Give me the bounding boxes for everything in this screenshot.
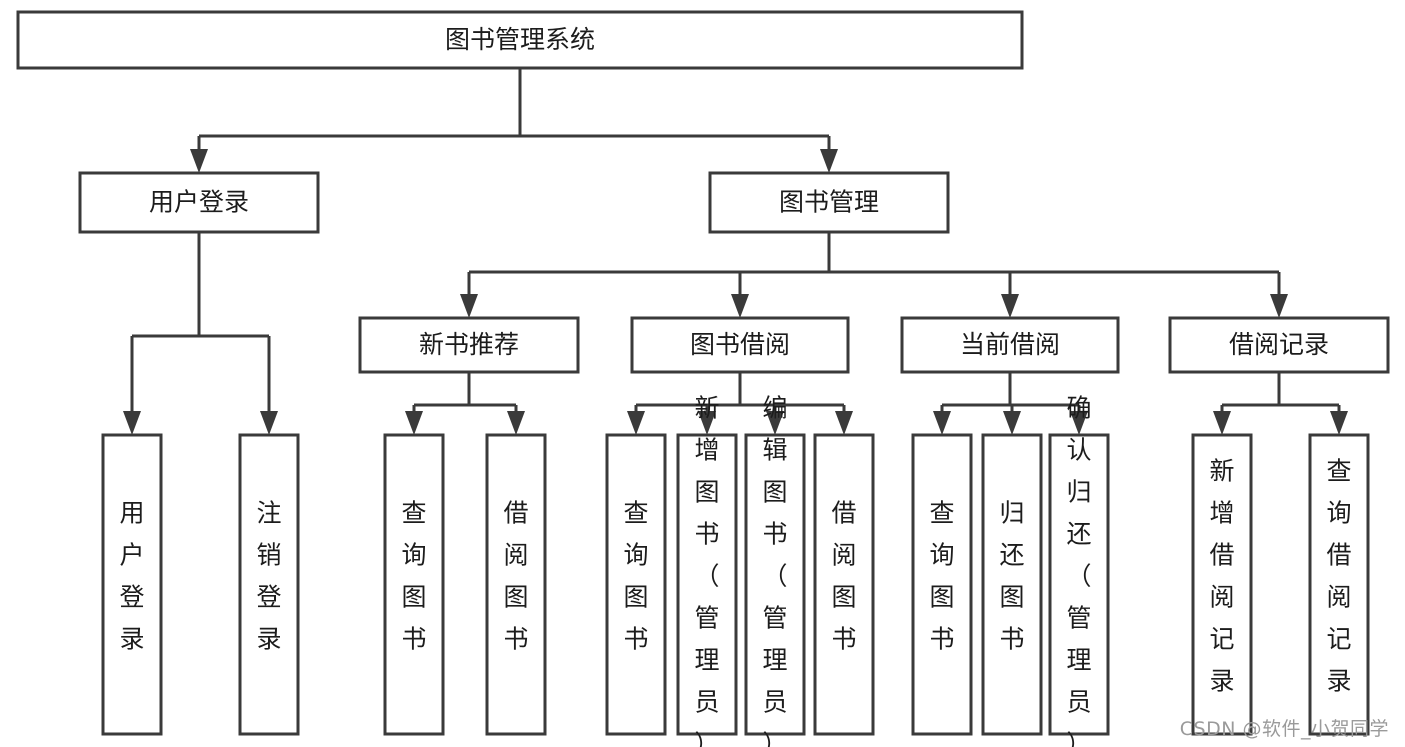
node-box-borrow-record <box>1168 316 1390 374</box>
node-label-cb-confirm-return: 确认归还（管理员） <box>1066 394 1091 747</box>
node-label-bb-query-book: 查询图书 <box>623 499 648 654</box>
arrow-head-icon-br-query-record <box>1330 411 1348 435</box>
arrow-head-icon-cb-query-book <box>933 411 951 435</box>
node-label-leaf-user-login: 用户登录 <box>119 499 144 654</box>
arrow-head-icon-borrow-record <box>1270 294 1288 318</box>
connector-layer <box>123 68 1348 435</box>
node-book-manage[interactable]: 图书管理 <box>708 171 950 234</box>
node-bb-add-book[interactable]: 新增图书（管理员） <box>676 394 738 747</box>
node-box-cb-return-book <box>981 433 1043 736</box>
arrow-head-icon-current-borrow <box>1001 294 1019 318</box>
node-current-borrow[interactable]: 当前借阅 <box>900 316 1120 374</box>
node-box-leaf-user-login <box>101 433 163 736</box>
node-box-cb-query-book <box>911 433 973 736</box>
node-borrow-record[interactable]: 借阅记录 <box>1168 316 1390 374</box>
node-cb-query-book[interactable]: 查询图书 <box>911 433 973 736</box>
node-cb-return-book[interactable]: 归还图书 <box>981 433 1043 736</box>
arrow-head-icon-cb-return-book <box>1003 411 1021 435</box>
arrow-head-icon-book-borrow <box>731 294 749 318</box>
node-label-br-query-record: 查询借阅记录 <box>1326 457 1351 696</box>
node-bb-query-book[interactable]: 查询图书 <box>605 433 667 736</box>
arrow-head-icon-cb-confirm-return <box>1070 411 1088 435</box>
node-box-nbr-borrow-book <box>485 433 547 736</box>
node-label-cb-query-book: 查询图书 <box>929 499 954 654</box>
node-box-current-borrow <box>900 316 1120 374</box>
node-bb-edit-book[interactable]: 编辑图书（管理员） <box>744 394 806 747</box>
node-new-book-recommend[interactable]: 新书推荐 <box>358 316 580 374</box>
node-book-borrow[interactable]: 图书借阅 <box>630 316 850 374</box>
arrow-head-icon-bb-add-book <box>698 411 716 435</box>
node-box-book-borrow <box>630 316 850 374</box>
node-label-cb-return-book: 归还图书 <box>999 499 1024 654</box>
arrow-head-icon-leaf-user-logout <box>260 411 278 435</box>
arrow-head-icon-bb-edit-book <box>766 411 784 435</box>
node-box-leaf-user-logout <box>238 433 300 736</box>
node-label-user-login: 用户登录 <box>149 188 249 217</box>
arrow-head-icon-nbr-borrow-book <box>507 411 525 435</box>
arrow-head-icon-nbr-query-book <box>405 411 423 435</box>
node-layer: 图书管理系统用户登录图书管理用户登录注销登录新书推荐图书借阅当前借阅借阅记录查询… <box>16 10 1390 747</box>
node-cb-confirm-return[interactable]: 确认归还（管理员） <box>1048 394 1110 747</box>
node-box-bb-edit-book <box>744 433 806 736</box>
node-label-new-book-recommend: 新书推荐 <box>419 330 519 359</box>
arrow-head-icon-user-login <box>190 149 208 173</box>
node-label-bb-add-book: 新增图书（管理员） <box>694 394 719 747</box>
node-box-bb-add-book <box>676 433 738 736</box>
node-nbr-borrow-book[interactable]: 借阅图书 <box>485 433 547 736</box>
node-user-login[interactable]: 用户登录 <box>78 171 320 234</box>
node-box-br-add-record <box>1191 433 1253 736</box>
node-box-br-query-record <box>1308 433 1370 736</box>
node-box-user-login <box>78 171 320 234</box>
node-label-book-borrow: 图书借阅 <box>690 330 790 359</box>
arrow-head-icon-book-manage <box>820 149 838 173</box>
arrow-head-icon-new-book-recommend <box>460 294 478 318</box>
node-label-borrow-record: 借阅记录 <box>1229 330 1329 359</box>
node-leaf-user-login[interactable]: 用户登录 <box>101 433 163 736</box>
node-label-root: 图书管理系统 <box>445 25 595 54</box>
node-box-bb-query-book <box>605 433 667 736</box>
node-box-nbr-query-book <box>383 433 445 736</box>
node-label-nbr-query-book: 查询图书 <box>401 499 426 654</box>
node-root[interactable]: 图书管理系统 <box>16 10 1024 70</box>
node-box-book-manage <box>708 171 950 234</box>
node-box-bb-borrow-book <box>813 433 875 736</box>
node-leaf-user-logout[interactable]: 注销登录 <box>238 433 300 736</box>
node-label-book-manage: 图书管理 <box>779 188 879 217</box>
node-nbr-query-book[interactable]: 查询图书 <box>383 433 445 736</box>
node-label-nbr-borrow-book: 借阅图书 <box>503 499 528 654</box>
arrow-head-icon-bb-query-book <box>627 411 645 435</box>
node-label-bb-borrow-book: 借阅图书 <box>831 499 856 654</box>
node-box-cb-confirm-return <box>1048 433 1110 736</box>
arrow-head-icon-leaf-user-login <box>123 411 141 435</box>
node-br-add-record[interactable]: 新增借阅记录 <box>1191 433 1253 736</box>
arrow-head-icon-br-add-record <box>1213 411 1231 435</box>
arrow-head-icon-bb-borrow-book <box>835 411 853 435</box>
node-box-root <box>16 10 1024 70</box>
node-br-query-record[interactable]: 查询借阅记录 <box>1308 433 1370 736</box>
node-label-br-add-record: 新增借阅记录 <box>1209 457 1234 696</box>
node-box-new-book-recommend <box>358 316 580 374</box>
node-label-leaf-user-logout: 注销登录 <box>256 499 281 654</box>
node-label-current-borrow: 当前借阅 <box>960 330 1060 359</box>
node-bb-borrow-book[interactable]: 借阅图书 <box>813 433 875 736</box>
node-label-bb-edit-book: 编辑图书（管理员） <box>762 394 787 747</box>
